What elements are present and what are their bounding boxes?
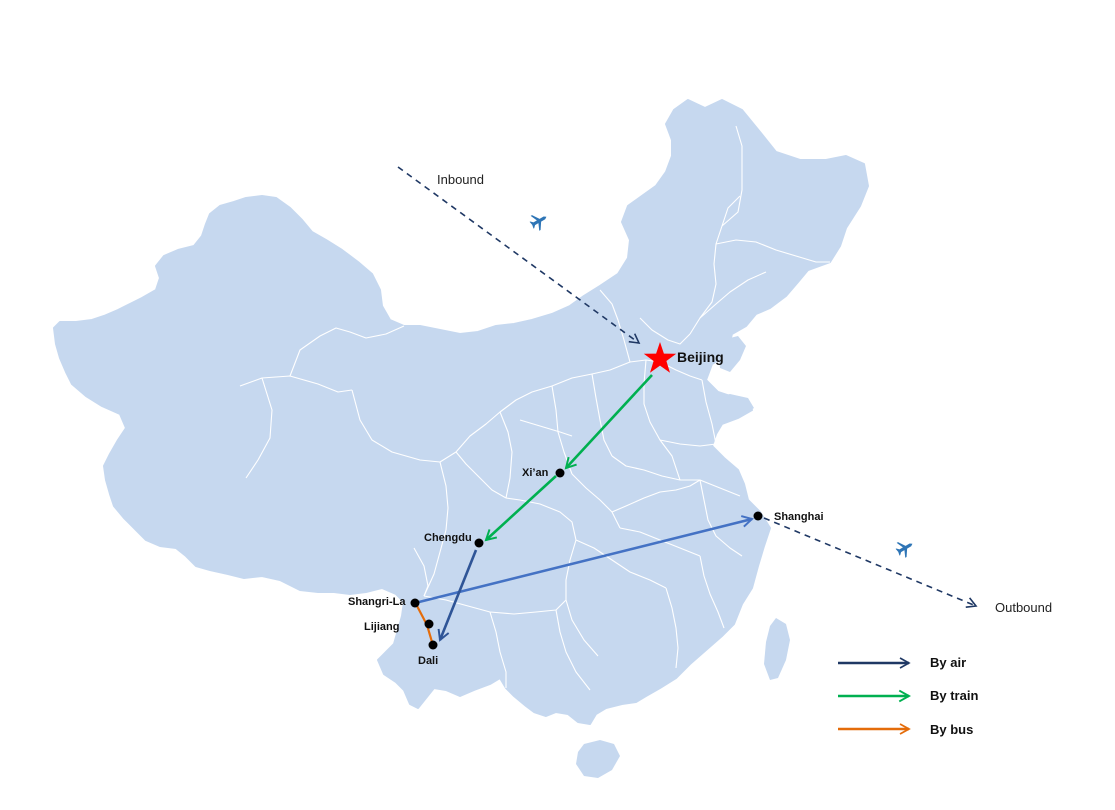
route-shangrila-shanghai-air (414, 515, 754, 605)
outbound-flight-path (763, 517, 978, 608)
city-label-shanghai: Shanghai (774, 511, 824, 523)
city-label-chengdu: Chengdu (424, 532, 472, 544)
city-label-beijing: Beijing (677, 349, 724, 365)
city-dot-shanghai (753, 511, 763, 521)
city-dot-xian (555, 468, 565, 478)
airplane-icon (527, 209, 551, 233)
city-label-xian: Xi’an (522, 467, 549, 479)
route-chengdu-dali-air (437, 549, 478, 642)
legend-air-label: By air (930, 655, 966, 670)
taiwan-island-shape (764, 618, 790, 680)
route-beijing-xian-train (564, 374, 653, 470)
city-label-shangrila: Shangri-La (348, 596, 406, 608)
city-dot-chengdu (474, 538, 484, 548)
china-mainland-shape (53, 99, 869, 725)
inbound-flight-path (397, 166, 641, 344)
liaodong-peninsula-shape (718, 336, 746, 372)
legend: By air By train By bus (838, 655, 978, 737)
legend-bus-label: By bus (930, 722, 973, 737)
star-icon (643, 342, 677, 373)
city-label-lijiang: Lijiang (364, 621, 399, 633)
hainan-island-shape (576, 740, 620, 778)
outbound-label: Outbound (995, 600, 1052, 615)
city-dot-dali (428, 640, 438, 650)
route-xian-chengdu-train (484, 475, 557, 542)
legend-train-label: By train (930, 688, 978, 703)
city-label-dali: Dali (418, 655, 438, 667)
city-dot-lijiang (424, 619, 434, 629)
city-dot-shangrila (410, 598, 420, 608)
inbound-label: Inbound (437, 172, 484, 187)
airplane-icon (893, 536, 917, 560)
shandong-peninsula-shape (712, 394, 754, 420)
